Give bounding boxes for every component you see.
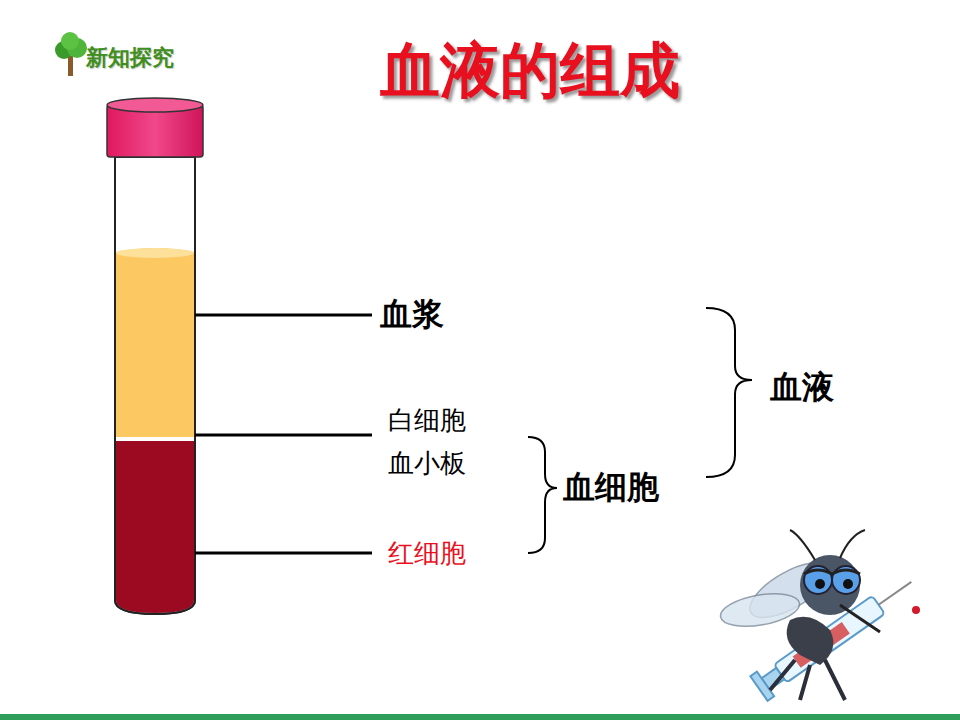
slide-title: 血液的组成 — [380, 37, 680, 103]
mosquito-cartoon — [718, 530, 920, 701]
test-tube — [107, 98, 203, 614]
section-tag: 新知探究 — [86, 46, 174, 70]
leader-lines — [195, 315, 372, 553]
part-label: 白细胞 — [388, 406, 466, 435]
group-label: 血细胞 — [563, 470, 659, 505]
part-label: 血浆 — [380, 297, 444, 332]
red-cell-layer — [116, 441, 194, 613]
tube-cap — [107, 105, 203, 157]
plasma-layer — [116, 248, 194, 437]
group-label: 血液 — [770, 370, 834, 405]
part-label: 血小板 — [388, 449, 466, 478]
brace — [528, 308, 752, 553]
bottom-bar — [0, 714, 960, 720]
tree-icon — [55, 32, 87, 76]
part-label: 红细胞 — [388, 539, 466, 568]
buffy-coat-layer — [116, 437, 194, 441]
